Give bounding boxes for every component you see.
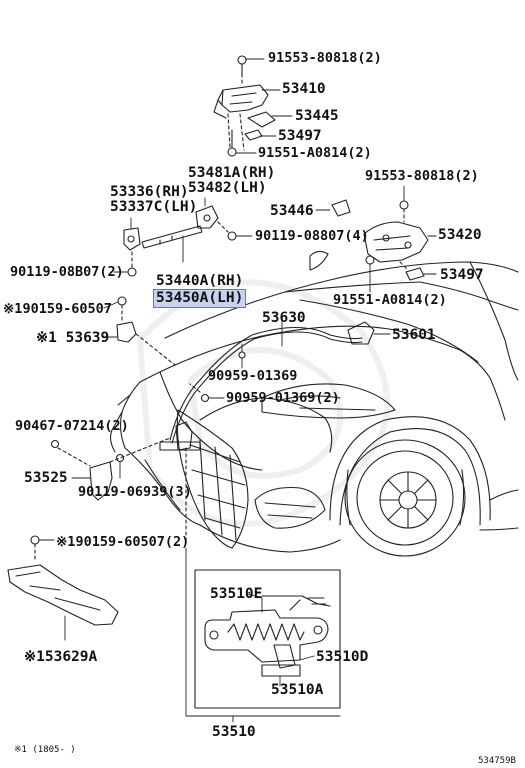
label-53630: 53630 — [262, 310, 306, 326]
leader-lines-top — [235, 58, 293, 154]
label-91551-top: 91551-A0814(2) — [258, 145, 372, 161]
label-53446: 53446 — [270, 203, 314, 219]
hood-hinge-rh — [315, 185, 437, 293]
label-53445: 53445 — [295, 108, 339, 124]
car-body-outline — [109, 250, 519, 557]
label-53510e: 53510E — [210, 586, 263, 602]
cover-53629a — [7, 535, 119, 641]
bracket-53639 — [103, 296, 176, 366]
hood-lift-support — [113, 197, 253, 277]
label-53481: 53481A(RH) — [188, 165, 276, 181]
label-53510d: 53510D — [316, 649, 369, 665]
label-53440: 53440A(RH) — [156, 273, 244, 289]
label-53482: 53482(LH) — [188, 180, 267, 196]
label-90959-a: 90959-01369 — [208, 368, 298, 384]
label-53336: 53336(RH) — [110, 184, 189, 200]
label-90159-top: ※190159-60507 — [3, 301, 112, 317]
figure-id: 534759B — [478, 756, 516, 766]
hood-lock — [50, 421, 201, 541]
label-53497-top: 53497 — [278, 128, 322, 144]
label-53450-highlighted[interactable]: 53450A(LH) — [153, 289, 247, 308]
label-53639: ※1 53639 — [36, 330, 110, 346]
label-53510a: 53510A — [271, 682, 324, 698]
label-53510: 53510 — [212, 724, 256, 740]
hood-release-cable — [169, 319, 391, 444]
label-53497-right: 53497 — [440, 267, 484, 283]
label-90159-bottom: ※190159-60507(2) — [56, 534, 190, 550]
watermark — [137, 279, 391, 527]
label-53601: 53601 — [392, 327, 436, 343]
label-53420: 53420 — [438, 227, 482, 243]
hood-hinge-lh — [213, 55, 276, 157]
label-53410: 53410 — [282, 81, 326, 97]
label-90467: 90467-07214(2) — [15, 418, 129, 434]
label-91553-top: 91553-80818(2) — [268, 50, 382, 66]
label-90119-08807: 90119-08807(4) — [255, 228, 369, 244]
label-53337: 53337C(LH) — [110, 199, 198, 215]
label-90119-06939: 90119-06939(3) — [78, 484, 192, 500]
label-91553-right: 91553-80818(2) — [365, 168, 479, 184]
label-53525: 53525 — [24, 470, 68, 486]
inset-box-53510 — [185, 547, 341, 723]
label-53629a: ※153629A — [24, 649, 98, 665]
footnote: ※1 (1805- ) — [14, 745, 76, 755]
label-91551-right: 91551-A0814(2) — [333, 292, 447, 308]
label-90119-08b07: 90119-08B07(2) — [10, 264, 124, 280]
label-90959-b: 90959-01369(2) — [226, 390, 340, 406]
